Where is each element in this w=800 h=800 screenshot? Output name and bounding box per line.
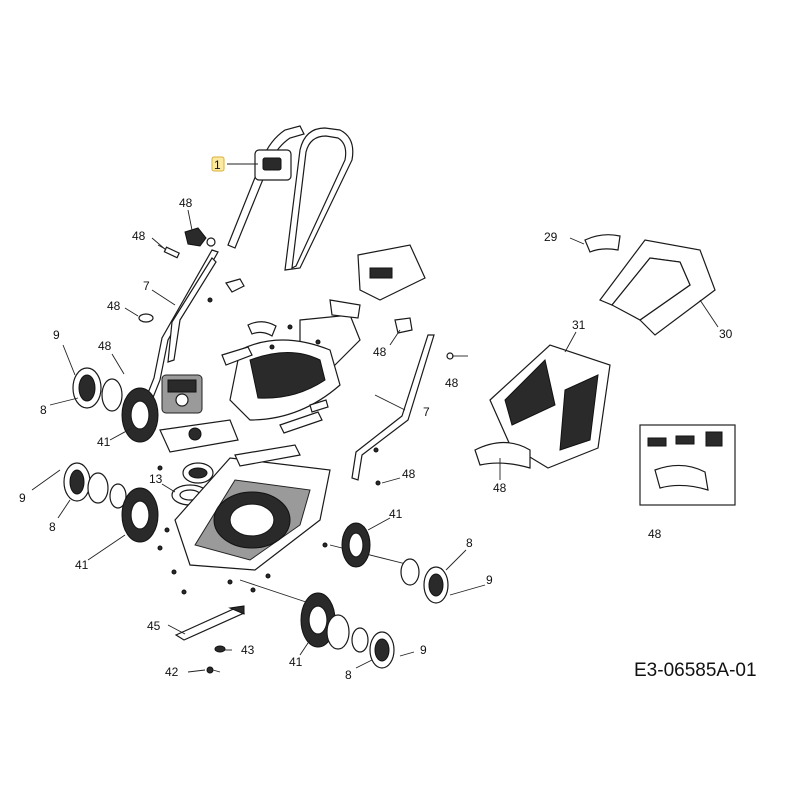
bolt (157, 244, 180, 259)
catcher-handle (584, 234, 621, 253)
callout-label: 41 (289, 655, 303, 669)
pulley-ring (182, 462, 214, 484)
callout-label: 48 (493, 481, 507, 495)
callout-label: 9 (53, 328, 60, 342)
callout-label: 8 (49, 520, 56, 534)
hubcap (87, 472, 127, 509)
hubcap (400, 558, 420, 586)
callout-label: 45 (147, 619, 161, 633)
callout-label: 41 (75, 558, 89, 572)
callout-label: 13 (149, 472, 163, 486)
callout-label: 30 (719, 327, 733, 341)
callout-label: 48 (107, 299, 121, 313)
callout-label: 9 (486, 573, 493, 587)
callout-label: 8 (40, 403, 47, 417)
callout-label: 48 (179, 196, 193, 210)
callout-label: 48 (402, 467, 416, 481)
screws (157, 297, 381, 595)
label-1-highlight (211, 156, 225, 172)
wheel (121, 387, 159, 443)
parts-kit-box (639, 424, 736, 506)
wheel (121, 487, 159, 543)
blade-bolt (206, 666, 221, 674)
wheel-cap (63, 462, 91, 502)
wheel-cap (369, 631, 395, 669)
motor-bracket (159, 419, 239, 453)
callout-label: 9 (19, 491, 26, 505)
callout-label: 9 (420, 643, 427, 657)
catcher-frame (599, 239, 716, 336)
hubcap (326, 614, 369, 653)
leader-lines (31, 163, 719, 673)
lower-handle-right (351, 334, 435, 481)
motor (161, 374, 203, 414)
upper-handle (227, 125, 354, 271)
gear-wheel (341, 522, 371, 568)
callout-label: 29 (544, 230, 558, 244)
wheel-cap (72, 367, 102, 409)
callout-label: 48 (98, 339, 112, 353)
top-lid (357, 244, 426, 301)
catcher-bottom (474, 441, 531, 469)
motor-cover (229, 299, 361, 421)
callout-label: 31 (572, 318, 586, 332)
pin (446, 352, 468, 360)
blade (174, 605, 246, 641)
handle-clamp (184, 227, 216, 247)
callout-label: 48 (445, 376, 459, 390)
drawing-code: E3-06585A-01 (634, 660, 757, 681)
callout-label: 42 (165, 665, 179, 679)
small-bracket (225, 278, 245, 293)
callout-label: 8 (466, 536, 473, 550)
hubcap (101, 378, 123, 412)
callout-label: 7 (143, 279, 150, 293)
callout-label: 8 (345, 668, 352, 682)
washer (214, 645, 226, 653)
wheel-cap (423, 566, 449, 604)
callout-labels: 1 48 48 7 48 9 48 8 41 9 13 8 41 48 48 7… (19, 156, 757, 682)
catcher-bag (489, 344, 611, 469)
callout-label: 7 (423, 405, 430, 419)
callout-label: 41 (389, 507, 403, 521)
callout-label: 48 (373, 345, 387, 359)
switch-box (394, 317, 413, 334)
callout-label: 1 (214, 158, 221, 172)
callout-label: 43 (241, 643, 255, 657)
side-trim (221, 346, 329, 434)
mower-deck (174, 444, 331, 571)
clip (138, 313, 154, 323)
callout-label: 48 (132, 229, 146, 243)
callout-label: 41 (97, 435, 111, 449)
callout-label: 48 (648, 527, 662, 541)
